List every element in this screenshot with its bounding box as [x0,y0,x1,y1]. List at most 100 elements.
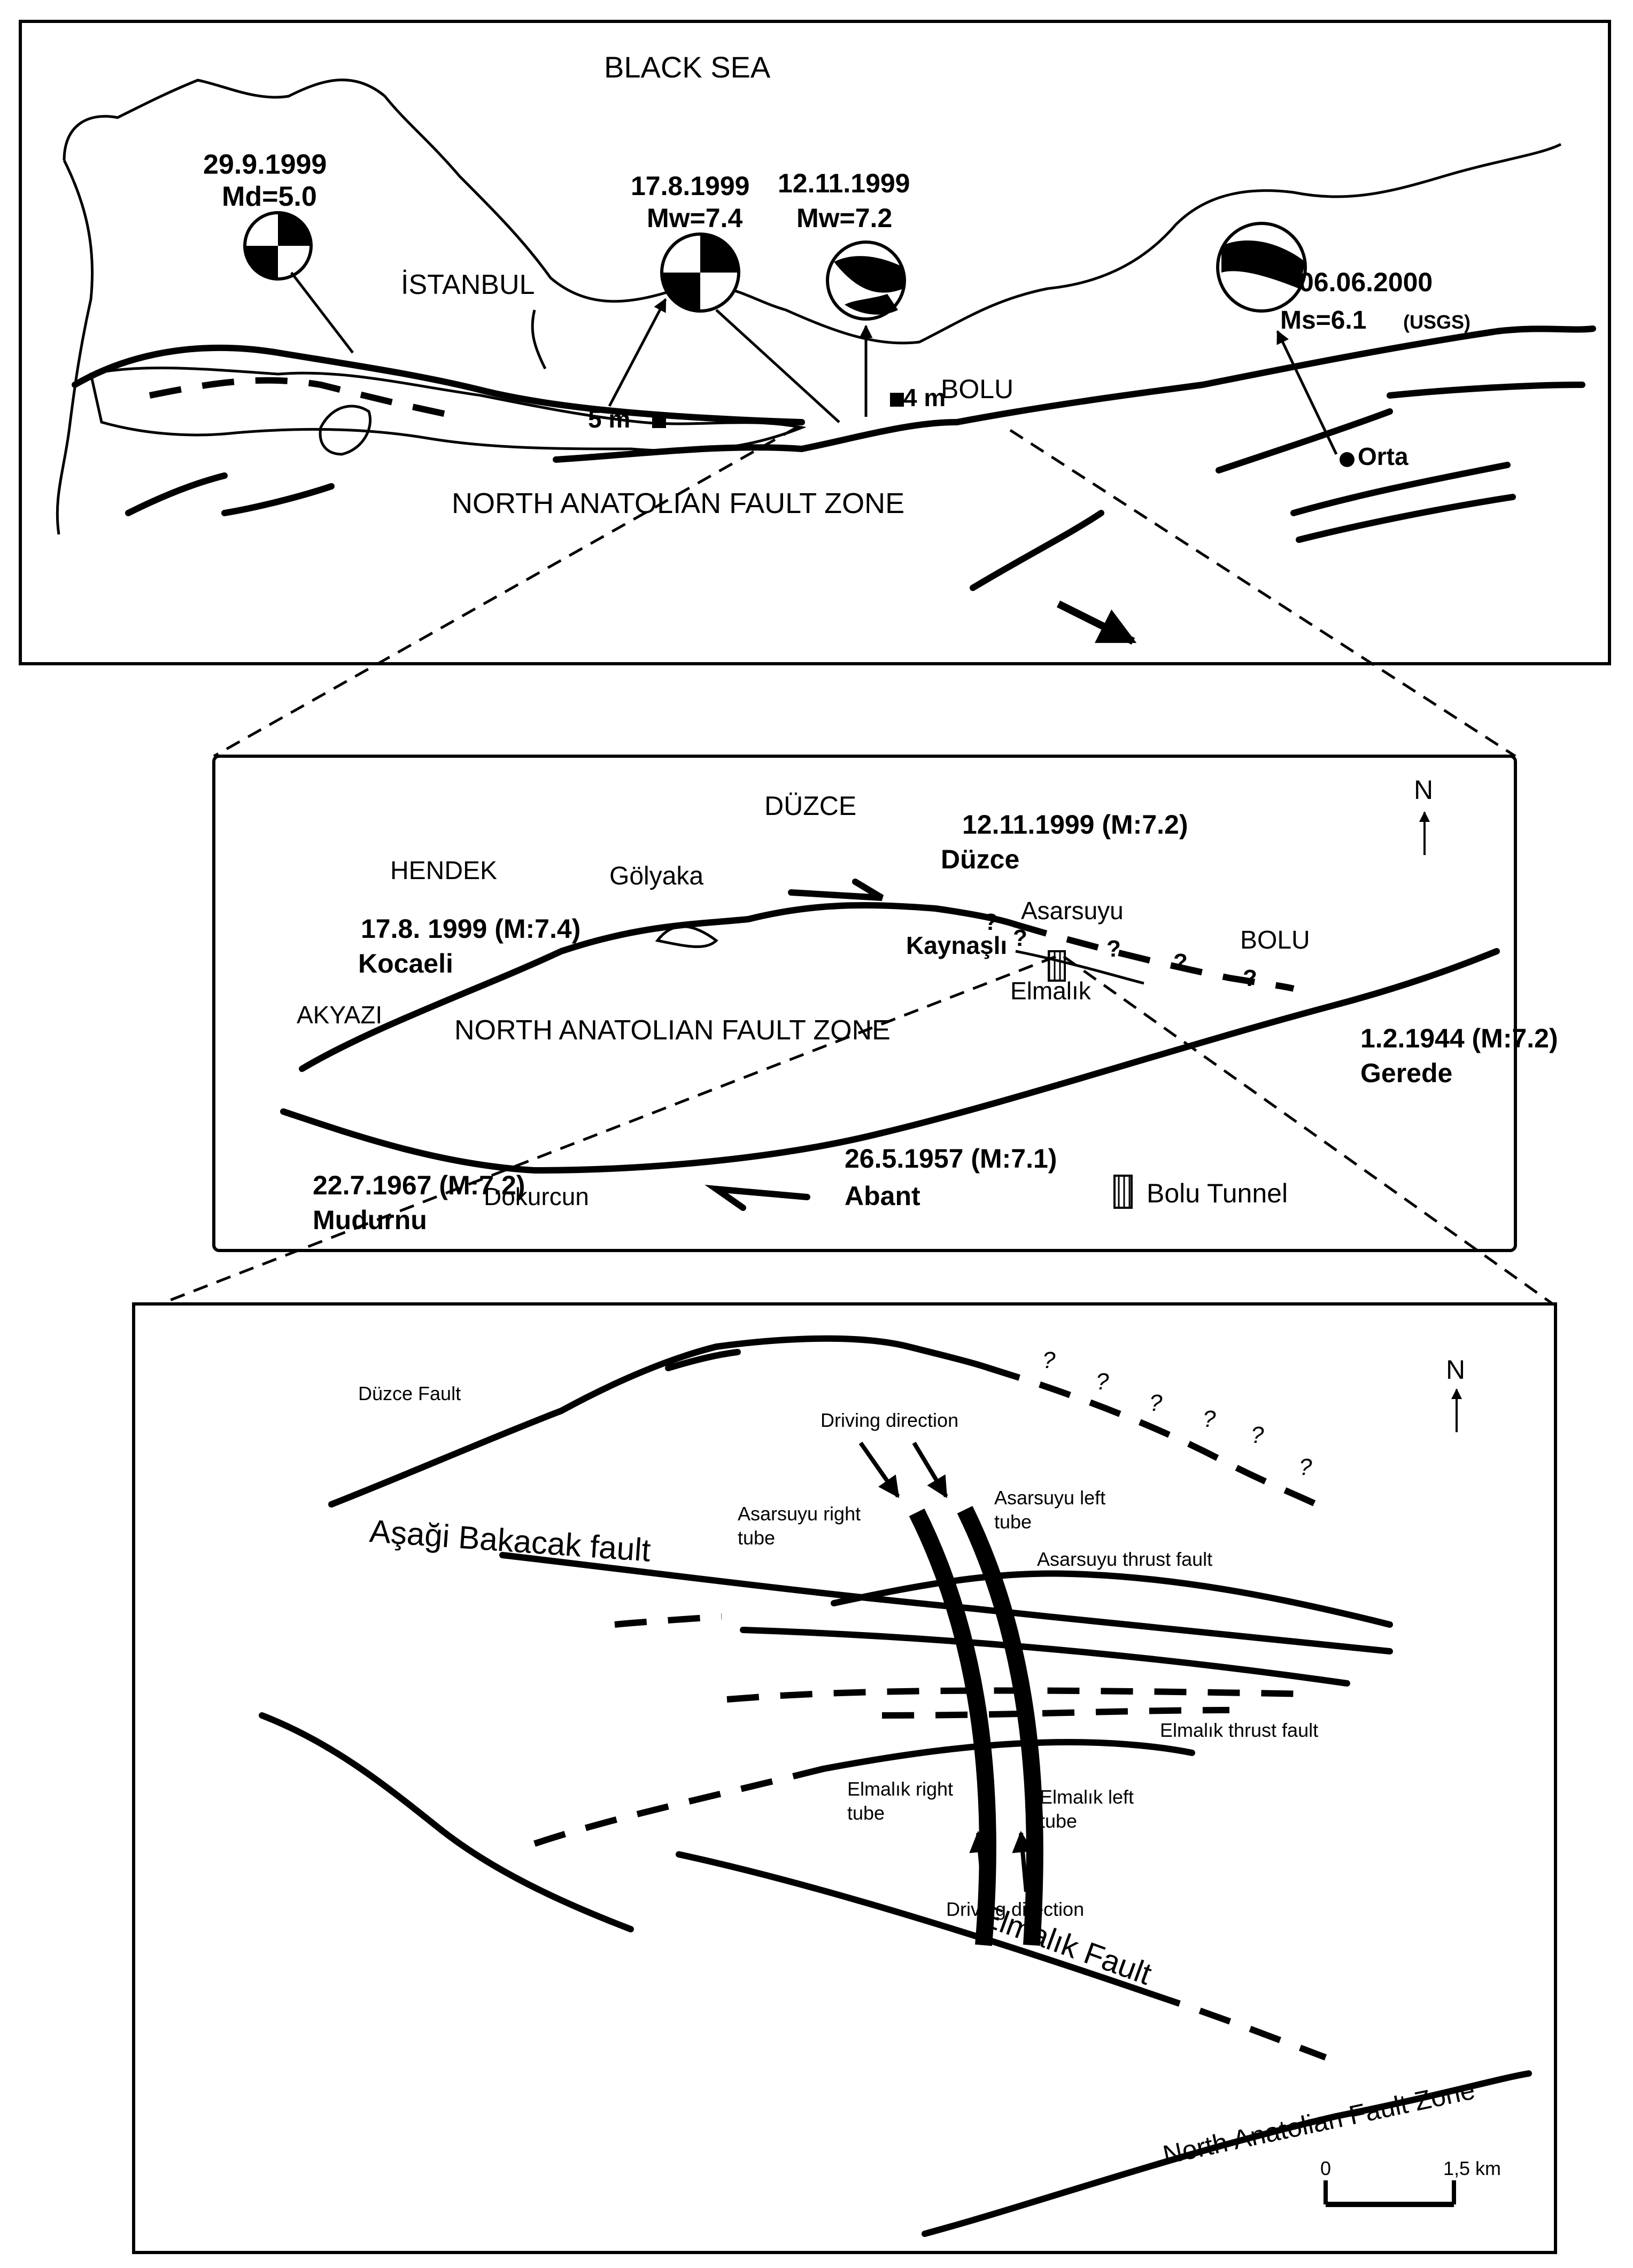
motion-arrow-west [705,1185,810,1211]
elmalik-right-tube-label: Elmalık right [847,1778,953,1800]
question-mark: ? [1042,1347,1056,1373]
question-mark: ? [1251,1422,1264,1448]
elmalik-fault-east [676,1851,1152,1997]
city-bolu-top: BOLU [941,374,1013,404]
asarsuyu-right-tube-label: Asarsuyu right [738,1503,861,1525]
event-date: 22.7.1967 (M:7.2) [313,1170,525,1200]
event-name: Mudurnu [313,1205,427,1235]
town-orta: Orta [1358,442,1408,470]
naf-eastern-trace [954,325,1596,425]
regional-fault-panel: N ? ? ? ? ? DÜZCE HENDEK Gölyaka AKYAZI … [212,755,1558,1252]
east-strand-3 [1387,382,1585,399]
event-source: (USGS) [1403,311,1471,333]
event-date: 29.9.1999 [203,149,327,180]
duzce-fault-label: Düzce Fault [358,1382,461,1404]
legend-bolu-tunnel: Bolu Tunnel [1147,1178,1288,1208]
zoom-guide-left [213,426,798,758]
beachball-1999-09-29 [243,211,354,354]
question-mark: ? [984,909,998,935]
scale-start: 0 [1320,2157,1331,2179]
naf-western-dashed [149,377,461,420]
zoom-guide-left-2 [160,955,1056,1306]
place-kaynasli: Kaynaşlı [906,931,1007,959]
legend-tunnel-symbol [1113,1175,1133,1209]
east-strand-2 [1290,462,1511,516]
orta-point [1340,452,1355,467]
place-asarsuyu: Asarsuyu [1021,897,1124,925]
event-date: 12.11.1999 (M:7.2) [962,810,1188,840]
driving-direction-label: Driving direction [946,1898,1084,1920]
elmalik-fault-dashed [1148,1990,1327,2061]
asarsuyu-left-tube-label: tube [994,1511,1032,1533]
event-name: Abant [845,1181,920,1211]
elmalik-right-tube-label: tube [847,1802,885,1824]
place-duzce-region: DÜZCE [764,791,856,821]
north-label: N [1446,1355,1465,1385]
elmalik-thrust-fault [820,1738,1195,1772]
asarsuyu-right-tube-label: tube [738,1527,775,1549]
motion-arrow-east [788,879,884,901]
sea-label: BLACK SEA [604,50,771,84]
east-strand-1 [1216,408,1393,473]
elmalik-left-tube-label: Elmalık left [1040,1786,1134,1808]
zone-label-middle: NORTH ANATOLIAN FAULT ZONE [454,1015,891,1046]
bakacak-fault-1 [499,1552,1393,1655]
question-mark: ? [1096,1369,1109,1395]
east-strand-4 [1296,494,1516,543]
north-label: N [1414,775,1433,805]
event-name: Gerede [1360,1058,1452,1088]
northern-strand [299,902,1019,1072]
event-magnitude: Ms=6.1 [1280,306,1366,335]
southern-strand-2 [221,483,335,516]
event-date: 12.11.1999 [778,168,910,198]
asarsuyu-thrust-label: Asarsuyu thrust fault [1037,1548,1212,1570]
driving-arrow [969,1831,991,1892]
asarsuyu-left-tube-label: Asarsuyu left [994,1487,1105,1509]
asarsuyu-right-tube [909,1508,996,1946]
elmalik-left-tube-label: tube [1040,1810,1077,1832]
city-istanbul: İSTANBUL [401,269,535,300]
place-hendek: HENDEK [390,857,497,885]
elmalik-thrust-dashed [533,1766,824,1847]
tunnel-fault-panel: N 0 1,5 km ? ? ? ? ? ? Düzce Fault Aşaği… [132,1302,1557,2254]
bakacak-fault-dashed-2 [726,1687,1310,1703]
scale-bar: 0 1,5 km [1320,2157,1501,2207]
offset-marker-5m [652,414,666,428]
question-mark: ? [1106,936,1121,962]
bosphorus [531,309,547,370]
place-akyazi: AKYAZI [297,1001,382,1029]
question-mark: ? [1203,1406,1216,1432]
beachball-1999-11-12 [826,240,906,417]
question-mark: ? [1299,1454,1312,1480]
question-mark: ? [1149,1390,1163,1416]
east-strand-5 [970,510,1104,591]
event-name: Düzce [941,844,1019,874]
event-date: 17.8.1999 [631,171,749,201]
event-date: 26.5.1957 (M:7.1) [845,1144,1057,1174]
place-elmalik: Elmalık [1010,977,1092,1005]
place-bolu: BOLU [1240,926,1310,954]
duzce-fault-trace [328,1335,992,1508]
duzce-fault-dashed [988,1365,1333,1516]
driving-arrow [912,1441,948,1498]
southern-strand-1 [125,472,228,516]
naf-southern-trace [553,419,960,463]
scale-end: 1,5 km [1443,2157,1501,2179]
question-mark: ? [1173,949,1188,975]
offset-marker-4m [890,393,904,407]
bakacak-fault-dashed-1 [614,1613,722,1628]
elmalik-branch [1015,950,1144,985]
zone-label-top: NORTH ANATOLIAN FAULT ZONE [452,487,904,519]
elmalik-fault-trace [259,1712,634,1932]
question-mark: ? [1013,925,1027,951]
event-name: Kocaeli [358,949,453,978]
gorge-shape [655,925,718,948]
bakacak-fault-dashed-3 [881,1707,1230,1719]
southern-strand [280,948,1500,1174]
bolu-tunnel-symbol [1048,950,1066,982]
event-date: 1.2.1944 (M:7.2) [1360,1023,1558,1053]
event-magnitude: Md=5.0 [222,181,317,212]
event-date: 17.8. 1999 (M:7.4) [361,914,581,944]
motion-arrow [1056,600,1137,645]
